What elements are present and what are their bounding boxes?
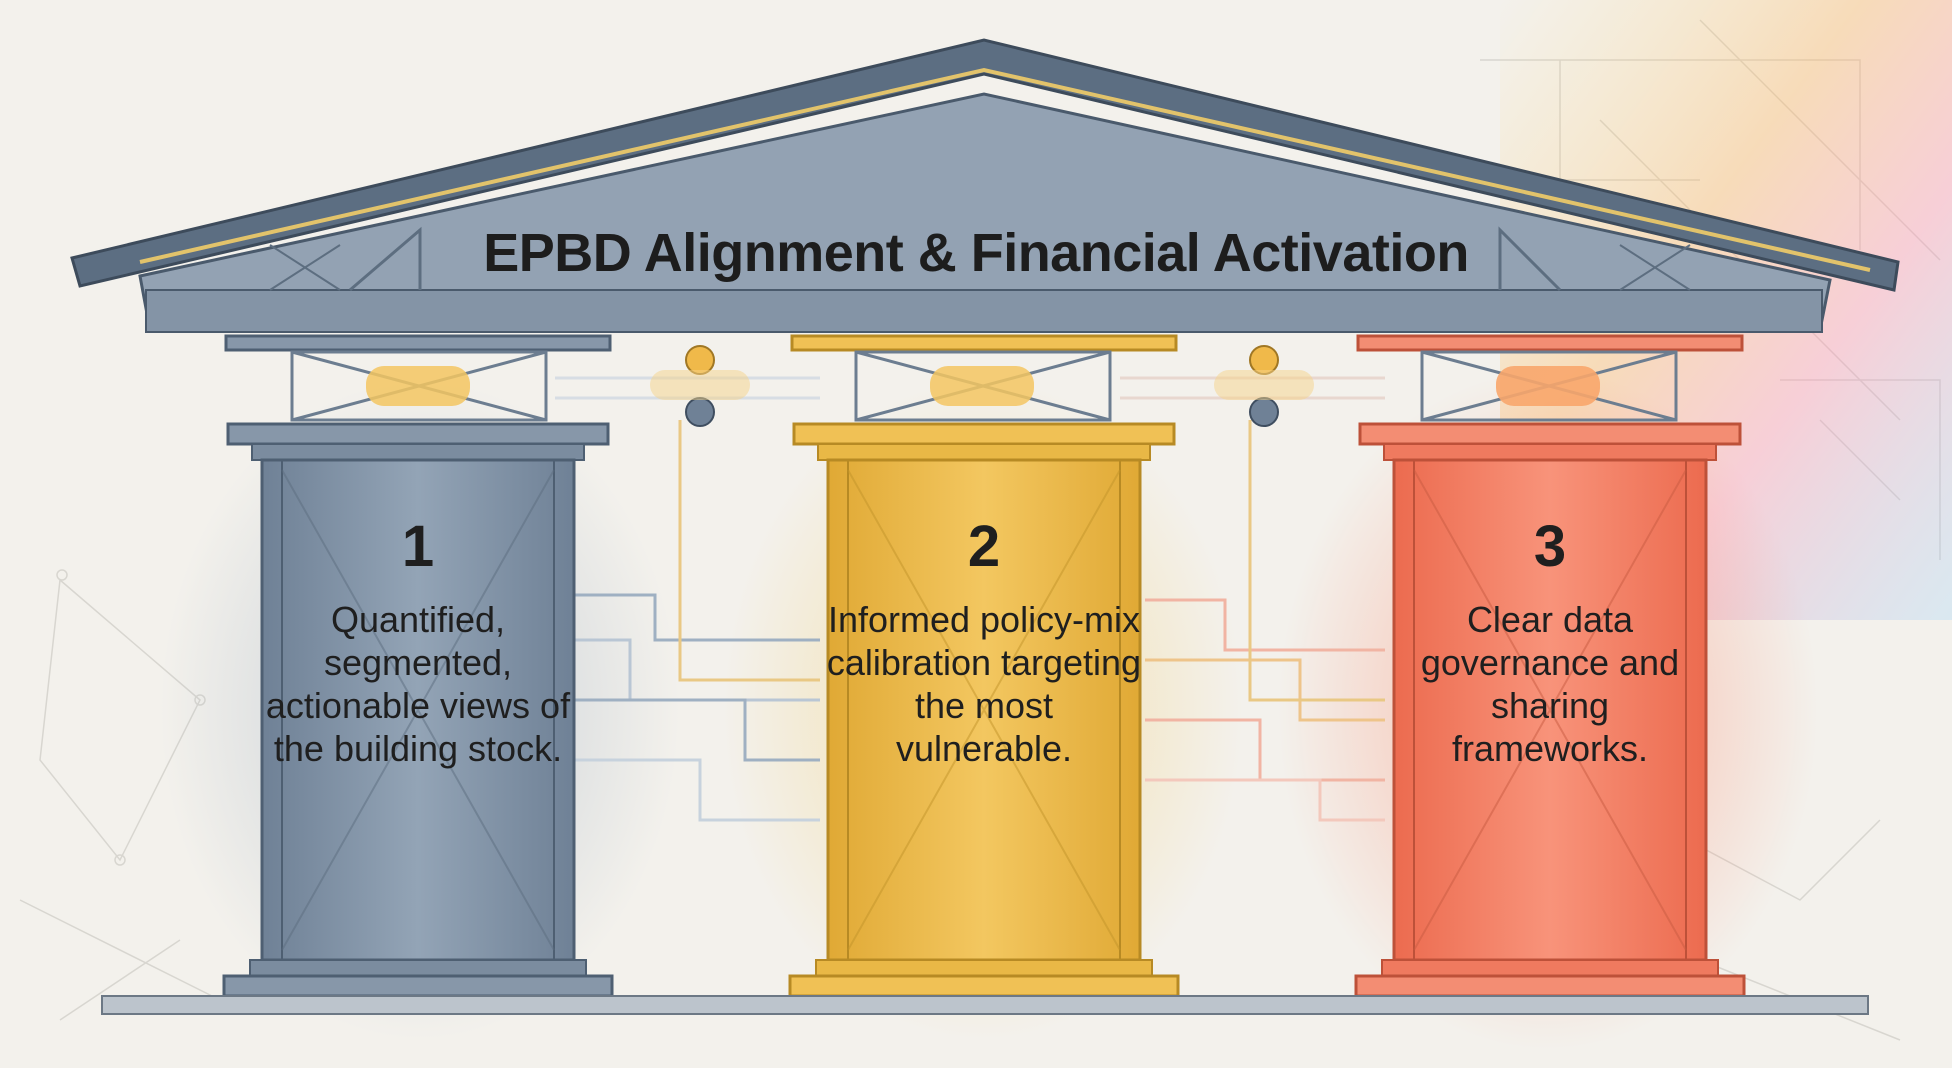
pillar-1-number: 1 [401,514,435,579]
pillar-3-text: 3 Clear data governance and sharing fram… [1390,514,1710,770]
pillar-2-number: 2 [967,514,1001,579]
pillar-3-number: 3 [1533,514,1567,579]
temple-roof [70,38,1900,333]
pillar-3 [1354,422,1746,998]
pillar-2-text: 2 Informed policy-mix calibration target… [824,514,1144,770]
circuit-connectors [555,376,1385,822]
diagram-title: EPBD Alignment & Financial Activation [483,223,1469,283]
pillar-1 [222,422,614,998]
capital-trusses [224,334,1744,422]
pillar-1-text: 1 Quantified, segmented, actionable view… [258,514,578,770]
pillar-2 [788,422,1180,998]
temple-base [101,995,1869,1015]
pillar-2-description: Informed policy-mix calibration targetin… [826,599,1142,769]
pillar-3-description: Clear data governance and sharing framew… [1420,599,1680,769]
connector-nodes [650,345,1314,427]
pillar-1-description: Quantified, segmented, actionable views … [265,599,571,769]
